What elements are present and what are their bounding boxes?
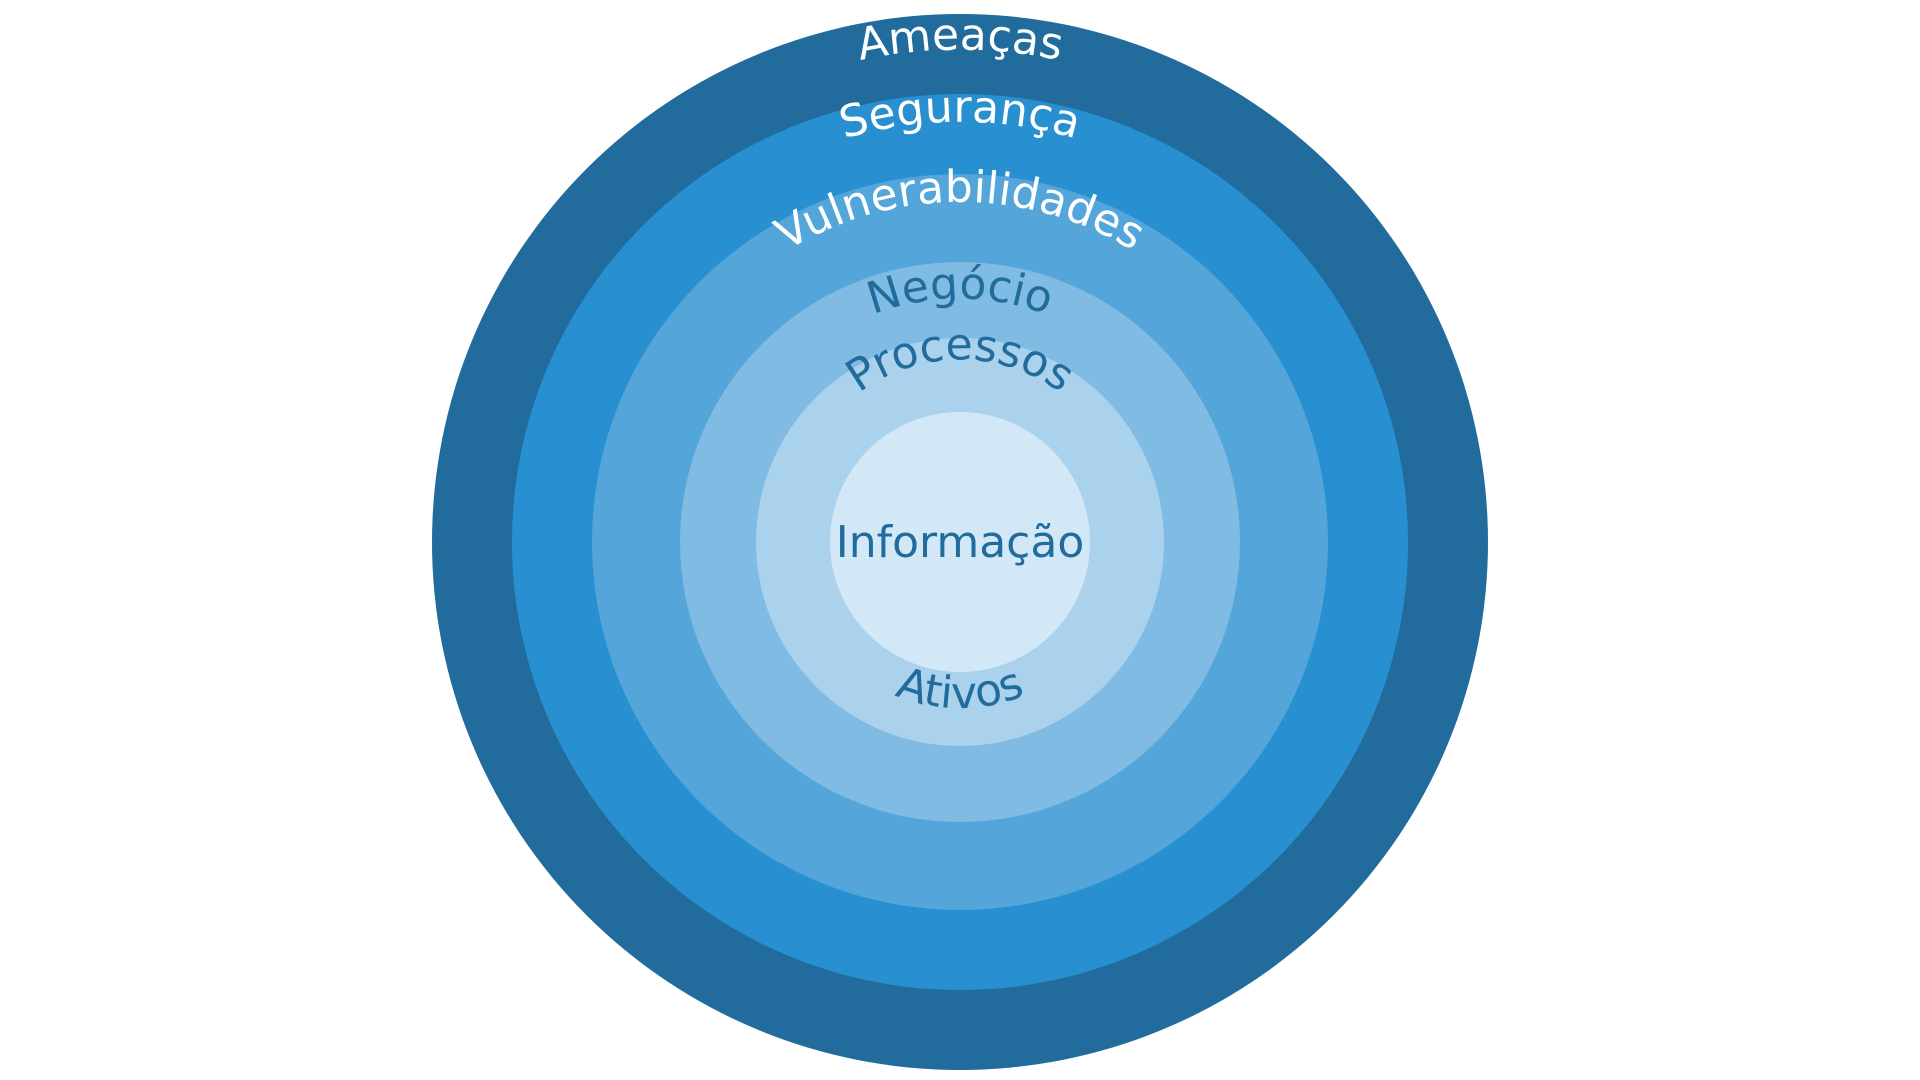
label-informacao: Informação [836,517,1085,568]
center-informacao [830,412,1090,672]
